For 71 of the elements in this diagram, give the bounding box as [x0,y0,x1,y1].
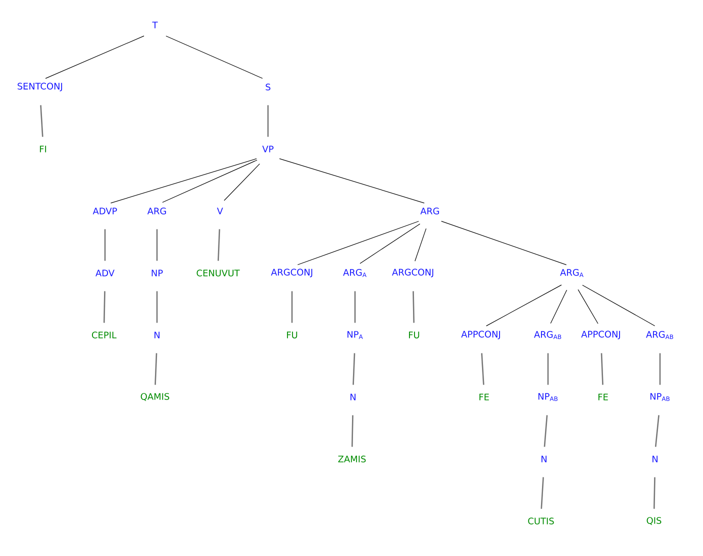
tree-branch [550,290,568,324]
category-label: N [350,394,356,400]
category-label: ARG$_{A}$ [343,269,366,277]
word-label: FU [287,332,298,338]
category-label: T [152,22,158,28]
tree-branch [156,229,158,261]
category-label: ADVP [92,208,117,214]
category-label: N [542,456,546,462]
tree-branch [540,477,544,509]
tree-branch [351,415,354,447]
tree-branch [224,164,260,201]
tree-branch [104,229,106,261]
tree-branch [659,353,661,385]
tree-branch [162,160,258,203]
category-label: NP$_{AB}$ [538,393,558,401]
tree-branch [45,36,144,79]
tree-branch [654,415,660,447]
tree-branch [156,291,158,323]
word-label: FI [40,146,46,152]
tree-branch [267,105,269,137]
tree-branch [486,284,562,326]
tree-branch [360,224,420,264]
category-label: V [217,208,223,214]
tree-branch [544,415,548,447]
category-label: SENTCONJ [18,82,62,92]
category-label: ARG$_{AB}$ [534,331,562,339]
category-label: N [652,456,658,462]
category-label: N [154,332,160,338]
tree-branch [218,229,220,261]
tree-branch [352,353,356,385]
word-label: CUTIS [528,518,554,524]
word-label: CEPIL [92,332,116,338]
tree-branch [279,158,425,204]
tree-branch [547,353,549,385]
category-label: NP$_{AB}$ [650,393,670,401]
tree-branch [166,36,263,79]
tree-branch [441,220,567,266]
category-label: ARG$_{AB}$ [646,331,674,339]
tree-branch [582,284,656,326]
word-label: FE [479,394,489,400]
tree-branch [297,220,420,266]
tree-branch [653,477,656,509]
word-label: QAMIS [140,393,170,401]
category-label: VP [262,146,274,152]
tree-branch [600,353,604,385]
category-label: APPCONJ [461,330,500,340]
word-label: FU [409,332,420,338]
tree-branch [103,291,106,323]
category-label: NP [152,270,163,276]
tree-branch [414,228,426,262]
word-label: ZAMIS [338,456,366,462]
tree-branch [578,289,598,324]
word-label: CENUVUT [196,270,240,276]
category-label: APPCONJ [581,330,620,340]
category-label: ARGCONJ [271,268,312,278]
category-label: ARGCONJ [392,268,434,278]
category-label: ARG [420,208,439,214]
word-label: FE [598,394,608,400]
tree-branch [481,353,484,385]
tree-branch [412,291,415,323]
category-label: ARG$_{A}$ [560,269,584,277]
tree-branch [354,291,356,323]
category-label: ADV [96,270,114,276]
category-label: NP$_{A}$ [348,331,363,339]
word-label: QIS [646,517,662,525]
category-label: S [266,84,270,90]
category-label: ARG [147,208,166,214]
tree-branch [154,353,158,385]
tree-branch [40,105,44,137]
tree-branch [110,158,257,204]
tree-branch [291,291,293,323]
